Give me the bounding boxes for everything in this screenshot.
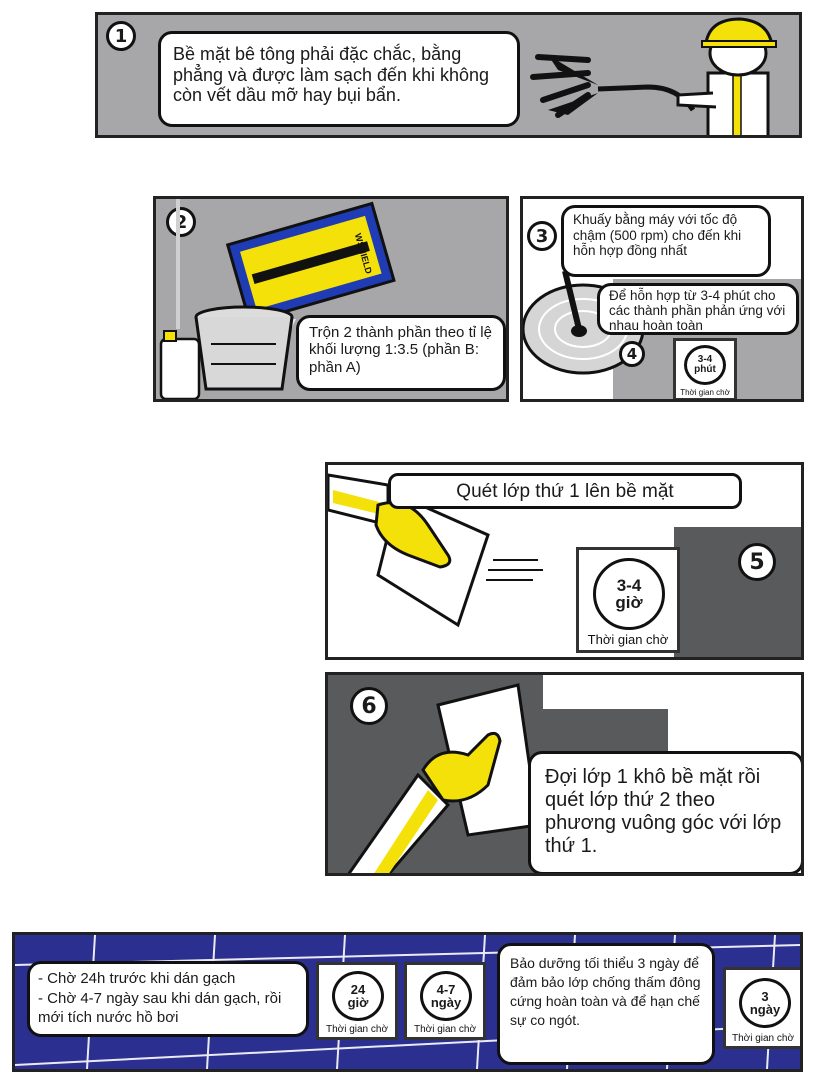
wait-clock-3-days: 3 ngày Thời gian chờ [723,967,800,1049]
step4-clock-value: 3-4 [697,354,713,365]
clock2-caption: Thời gian chờ [413,1024,477,1035]
tiling-wait-line1: - Chờ 24h trước khi dán gạch [38,970,236,987]
brush-stroke-illustration [328,473,543,628]
step2-text: Trộn 2 thành phần theo tỉ lệ khối lượng … [296,315,506,391]
clock3-caption: Thời gian chờ [731,1033,795,1044]
step5-number: 5 [738,543,776,581]
step1-text: Bề mặt bê tông phải đặc chắc, bằng phẳng… [158,31,520,127]
step4-clock-caption: Thời gian chờ [680,388,730,397]
clock2-value: 4-7 [436,982,456,997]
clock3-value: 3 [761,989,769,1004]
clock1-caption: Thời gian chờ [325,1024,389,1035]
wait-clock-4-7-days: 4-7 ngày Thời gian chờ [404,962,486,1040]
curing-panel: - Chờ 24h trước khi dán gạch - Chờ 4-7 n… [12,932,803,1072]
step1-number: 1 [106,21,136,51]
step3-panel: 3 Khuấy bằng máy với tốc độ chậm (500 rp… [520,196,804,402]
step3-text: Khuấy bằng máy với tốc độ chậm (500 rpm)… [561,205,771,277]
step4-wait-clock: 3-4 phút Thời gian chờ [673,338,737,399]
clock3-unit: ngày [749,1002,781,1017]
step4-number: 4 [619,341,645,367]
step5-clock-unit: giờ [615,593,643,612]
step3-number: 3 [527,221,557,251]
clock2-unit: ngày [430,995,462,1010]
step5-panel: Quét lớp thứ 1 lên bề mặt 5 3-4 giờ Thời… [325,462,804,660]
wait-clock-24h: 24 giờ Thời gian chờ [316,962,398,1040]
step5-text: Quét lớp thứ 1 lên bề mặt [388,473,742,509]
step5-clock-value: 3-4 [616,576,642,595]
clock1-value: 24 [350,982,366,997]
mixing-illustration: WSHIELD [159,199,396,399]
painted-surface [674,527,801,657]
second-coat-illustration [347,683,540,873]
curing-text: Bảo dưỡng tối thiểu 3 ngày để đảm bảo lớ… [497,943,715,1065]
tiling-wait-text: - Chờ 24h trước khi dán gạch - Chờ 4-7 n… [27,961,309,1037]
step4-clock-unit: phút [694,364,716,375]
step5-wait-clock: 3-4 giờ Thời gian chờ [576,547,680,653]
step6-panel: 6 Đợi lớp 1 khô bề mặt rồi quét lớp thứ … [325,672,804,876]
tiling-wait-line2: - Chờ 4-7 ngày sau khi dán gạch, rồi mới… [38,989,282,1027]
worker-spraying-illustration [530,17,777,135]
step4-text: Để hỗn hợp từ 3-4 phút cho các thành phầ… [597,283,799,335]
step1-panel: 1 Bề mặt bê tông phải đặc chắc, bằng phẳ… [95,12,802,138]
step2-panel: 2 WSHIELD Trộn 2 thành phần theo tỉ lệ k… [153,196,509,402]
clock1-unit: giờ [347,995,369,1010]
step5-clock-caption: Thời gian chờ [587,632,669,647]
unpainted-surface [543,675,801,709]
step6-text: Đợi lớp 1 khô bề mặt rồi quét lớp thứ 2 … [528,751,801,873]
step6-number: 6 [350,687,388,725]
